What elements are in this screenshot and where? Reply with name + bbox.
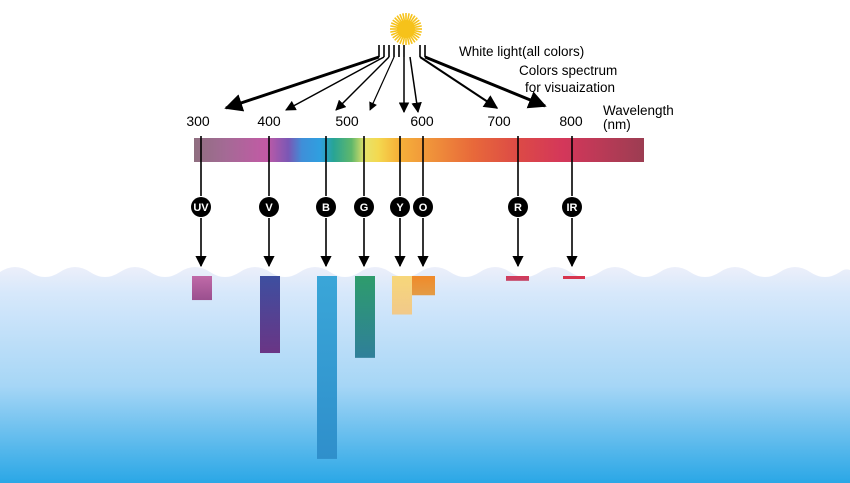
band-y: Y — [390, 136, 412, 315]
badge-o — [413, 197, 433, 217]
badge-label-uv: UV — [193, 202, 209, 214]
ray-arrow-300 — [224, 55, 380, 112]
tick-label-300: 300 — [186, 113, 210, 129]
light-rays-base — [378, 45, 426, 57]
wavelength-label-line2: (nm) — [603, 117, 631, 132]
color-bands: UV V B G Y O R IR — [191, 136, 585, 459]
band-uv: UV — [191, 136, 212, 301]
badge-label-v: V — [265, 202, 273, 214]
penetration-bar-ir — [563, 276, 585, 279]
spectrum-label-line2: for visuaization — [525, 80, 615, 95]
badge-label-b: B — [322, 202, 330, 214]
wavelength-label-line1: Wavelength — [603, 103, 674, 118]
tick-label-600: 600 — [410, 113, 434, 129]
band-o: O — [412, 136, 435, 296]
ray-arrow-700 — [419, 56, 499, 109]
badge-label-r: R — [514, 202, 522, 214]
light-ray-arrows — [224, 55, 547, 114]
badge-label-o: O — [419, 202, 428, 214]
penetration-bar-b — [317, 276, 337, 459]
badge-label-g: G — [360, 202, 369, 214]
badge-g — [354, 197, 374, 217]
tick-label-400: 400 — [257, 113, 281, 129]
band-b: B — [316, 136, 337, 459]
tick-label-700: 700 — [487, 113, 511, 129]
badge-v — [259, 197, 279, 217]
badge-uv — [191, 197, 211, 217]
penetration-bar-v — [260, 276, 280, 354]
badge-label-ir: IR — [567, 202, 578, 214]
badge-label-y: Y — [396, 202, 404, 214]
penetration-bar-uv — [192, 276, 212, 301]
ray-arrow-500b — [369, 56, 395, 111]
penetration-bar-o — [412, 276, 435, 296]
penetration-bar-g — [355, 276, 375, 358]
badge-b — [316, 197, 336, 217]
spectrum-label-line1: Colors spectrum — [519, 63, 617, 78]
sun-core — [397, 20, 415, 38]
spectrum-bar — [194, 138, 644, 162]
tick-label-800: 800 — [559, 113, 583, 129]
tick-label-500: 500 — [335, 113, 359, 129]
sun-icon — [390, 13, 422, 45]
penetration-bar-y — [392, 276, 412, 315]
badge-ir — [562, 197, 582, 217]
penetration-bar-r — [506, 276, 529, 281]
band-ir: IR — [562, 136, 585, 279]
wavelength-ticks: 300 400 500 600 700 800 — [186, 113, 583, 129]
ray-arrow-500 — [335, 56, 390, 111]
band-v: V — [259, 136, 280, 354]
band-g: G — [354, 136, 375, 358]
badge-y — [390, 197, 410, 217]
band-r: R — [506, 136, 529, 281]
ray-arrow-800 — [424, 55, 547, 109]
white-light-label: White light(all colors) — [459, 44, 584, 59]
water-body — [0, 267, 850, 483]
ray-arrow-400 — [285, 56, 385, 111]
badge-r — [508, 197, 528, 217]
ray-arrow-600b — [409, 56, 422, 114]
